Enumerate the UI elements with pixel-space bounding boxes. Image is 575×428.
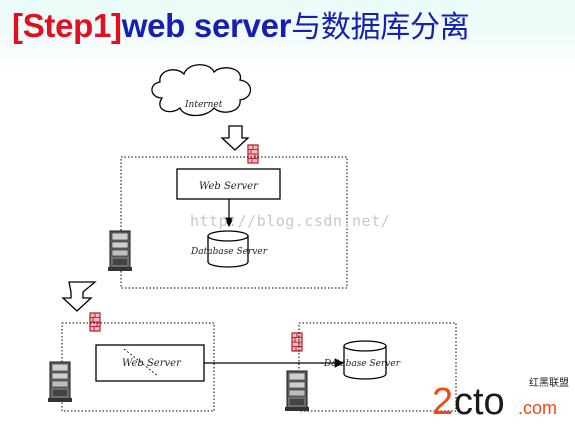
bottom-db-cylinder [343,340,387,380]
internet-cloud: Internet [151,64,252,117]
bottom-db-group [298,322,457,412]
top-server-group [120,156,348,289]
site-logo: 2 cto .com 红黑联盟 [432,376,569,423]
internet-label: Internet [184,100,223,110]
firewall-icon [89,312,101,332]
title-chinese: 与数据库分离 [291,10,470,45]
top-db-server-label: Database Server [190,247,268,257]
server-tower-icon [47,361,73,403]
server-tower-icon [284,370,310,412]
title-step: [Step1] [12,7,122,44]
svg-text:.com: .com [518,398,557,418]
scale-down-arrow [61,281,97,312]
svg-text:2: 2 [432,381,453,423]
top-db-cylinder [207,230,249,268]
svg-text:红黑联盟: 红黑联盟 [529,376,569,389]
internet-down-arrow [220,125,250,151]
server-tower-icon [107,230,133,272]
top-web-server-box [176,168,281,200]
firewall-icon [291,332,303,352]
title-main: web server [121,7,292,44]
slide-title: [Step1]web server与数据库分离 [12,4,470,48]
svg-text:cto: cto [454,381,505,423]
bottom-db-server-label: Database Server [323,359,401,369]
bottom-web-group [61,322,215,412]
firewall-icon [247,144,259,164]
watermark-text: http://blog.csdn.net/ [190,212,391,230]
bottom-web-server-label: Web Server [122,358,182,369]
top-web-server-label: Web Server [199,181,259,192]
web-server-strike-line [123,348,159,377]
